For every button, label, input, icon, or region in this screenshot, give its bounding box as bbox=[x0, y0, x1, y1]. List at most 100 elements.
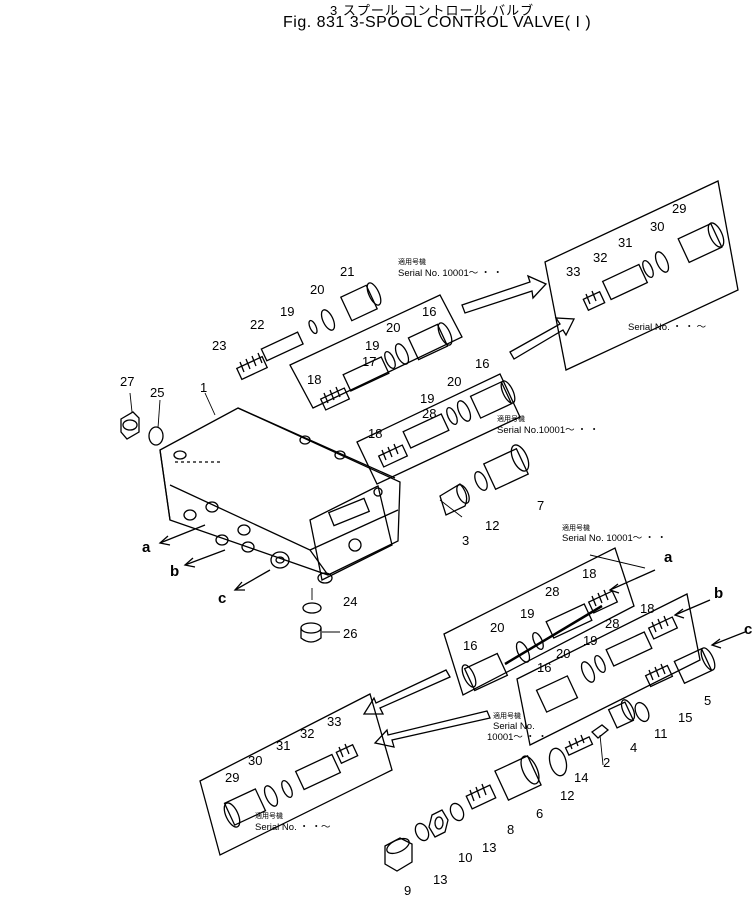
part-12-oring-upper bbox=[474, 471, 488, 491]
label-part-16c: 16 bbox=[463, 638, 477, 653]
label-part-2: 2 bbox=[603, 755, 610, 770]
label-part-21: 21 bbox=[340, 264, 354, 279]
label-part-5: 5 bbox=[704, 693, 711, 708]
label-part-18a: 18 bbox=[307, 372, 321, 387]
label-part-15: 15 bbox=[678, 710, 692, 725]
part-3 bbox=[439, 483, 470, 516]
label-part-16b: 16 bbox=[475, 356, 489, 371]
label-part-13b: 13 bbox=[433, 872, 447, 887]
part-20-oring bbox=[320, 309, 336, 331]
port-b-label: b bbox=[170, 563, 179, 580]
part-17 bbox=[342, 356, 390, 392]
arrow-to-panel-lower-left-2 bbox=[373, 710, 491, 748]
port-a-label-right: a bbox=[664, 549, 673, 566]
valve-body bbox=[159, 407, 401, 584]
part-5 bbox=[673, 647, 716, 685]
port-c-label-right: c bbox=[744, 621, 752, 638]
part-21 bbox=[339, 282, 382, 322]
label-part-8: 8 bbox=[507, 822, 514, 837]
note-6: Serial No. ・ ・～ bbox=[255, 822, 331, 833]
label-part-29: 29 bbox=[672, 201, 686, 216]
part-11-oring bbox=[634, 701, 650, 723]
part-18-spring-upper bbox=[319, 386, 351, 411]
label-part-28c: 28 bbox=[605, 616, 619, 631]
part-24-oring bbox=[302, 602, 322, 614]
label-part-19d: 19 bbox=[520, 606, 534, 621]
label-part-22: 22 bbox=[250, 317, 264, 332]
port-c-arrow bbox=[233, 569, 271, 591]
label-part-33: 33 bbox=[566, 264, 580, 279]
label-part-24: 24 bbox=[343, 594, 357, 609]
label-part-19e: 19 bbox=[583, 633, 597, 648]
part-16-upper bbox=[407, 322, 453, 361]
part-30-oring bbox=[654, 251, 670, 273]
label-part-16d: 16 bbox=[537, 660, 551, 675]
port-a-label: a bbox=[142, 539, 151, 556]
label-part-18c: 18 bbox=[582, 566, 596, 581]
label-part-23: 23 bbox=[212, 338, 226, 353]
panel-upper-right bbox=[544, 180, 739, 371]
note-5b: 10001～ ・ ・ bbox=[487, 732, 547, 743]
label-part-16a: 16 bbox=[422, 304, 436, 319]
part-13-washer-a bbox=[449, 802, 465, 822]
part-28-lower-a bbox=[545, 603, 593, 639]
part-30-oring-lower bbox=[263, 785, 279, 807]
port-c-arrow-right bbox=[710, 631, 746, 649]
label-part-11: 11 bbox=[654, 726, 668, 741]
panel-lower-mid-a bbox=[443, 547, 635, 696]
part-29 bbox=[677, 222, 725, 264]
part-28-lower-b bbox=[605, 631, 653, 667]
port-a-arrow-right bbox=[608, 569, 656, 594]
label-part-3: 3 bbox=[462, 533, 469, 548]
port-b-arrow-right bbox=[673, 599, 711, 619]
label-part-27: 27 bbox=[120, 374, 134, 389]
part-9-cap bbox=[384, 837, 413, 872]
label-part-32b: 32 bbox=[300, 726, 314, 741]
part-23-spring bbox=[235, 352, 269, 381]
part-33-spring bbox=[582, 290, 606, 312]
part-26-plug bbox=[300, 622, 322, 643]
part-14-spring bbox=[564, 734, 594, 756]
label-part-1: 1 bbox=[200, 380, 207, 395]
part-12-oring-lower bbox=[548, 747, 568, 777]
label-part-9: 9 bbox=[404, 883, 411, 898]
part-32-lower bbox=[294, 753, 342, 791]
label-part-7: 7 bbox=[537, 498, 544, 513]
note-5-jp: 適用号機 bbox=[493, 711, 521, 720]
label-part-19a: 19 bbox=[280, 304, 294, 319]
label-part-14: 14 bbox=[574, 770, 588, 785]
title-japanese: 3 スプール コントロール バルブ bbox=[330, 3, 535, 18]
label-part-26: 26 bbox=[343, 626, 357, 641]
label-part-18d: 18 bbox=[640, 601, 654, 616]
label-part-13: 13 bbox=[482, 840, 496, 855]
label-part-19b: 19 bbox=[365, 338, 379, 353]
label-part-33b: 33 bbox=[327, 714, 341, 729]
label-part-6: 6 bbox=[536, 806, 543, 821]
part-15-spring bbox=[644, 663, 674, 688]
note-3-jp: 適用号機 bbox=[497, 414, 525, 423]
part-27-plug bbox=[120, 411, 140, 440]
part-7 bbox=[482, 444, 530, 491]
part-16-lower-a bbox=[461, 652, 509, 692]
part-19-oring-e bbox=[594, 655, 606, 673]
note-1: Serial No. 10001～ ・ ・ bbox=[398, 268, 503, 279]
part-28 bbox=[402, 413, 450, 449]
label-part-12: 12 bbox=[485, 518, 499, 533]
label-part-17: 17 bbox=[362, 354, 376, 369]
port-c-label: c bbox=[218, 590, 226, 607]
port-b-label-right: b bbox=[714, 585, 723, 602]
part-31-oring-lower bbox=[281, 780, 293, 798]
part-8-spring bbox=[465, 783, 497, 810]
panel-a-rod bbox=[504, 604, 603, 666]
note-3: Serial No.10001～ ・ ・ bbox=[497, 425, 599, 436]
part-33-spring-lower bbox=[335, 743, 359, 765]
part-19-oring-b bbox=[384, 351, 396, 369]
part-29-lower bbox=[223, 788, 267, 828]
label-part-20e: 20 bbox=[556, 646, 570, 661]
label-part-20c: 20 bbox=[447, 374, 461, 389]
label-part-12b: 12 bbox=[560, 788, 574, 803]
note-4: Serial No. 10001～ ・ ・ bbox=[562, 533, 667, 544]
panel-lower-mid-b bbox=[516, 593, 701, 746]
note-2: Serial No. ・ ・ ～ bbox=[628, 322, 707, 333]
